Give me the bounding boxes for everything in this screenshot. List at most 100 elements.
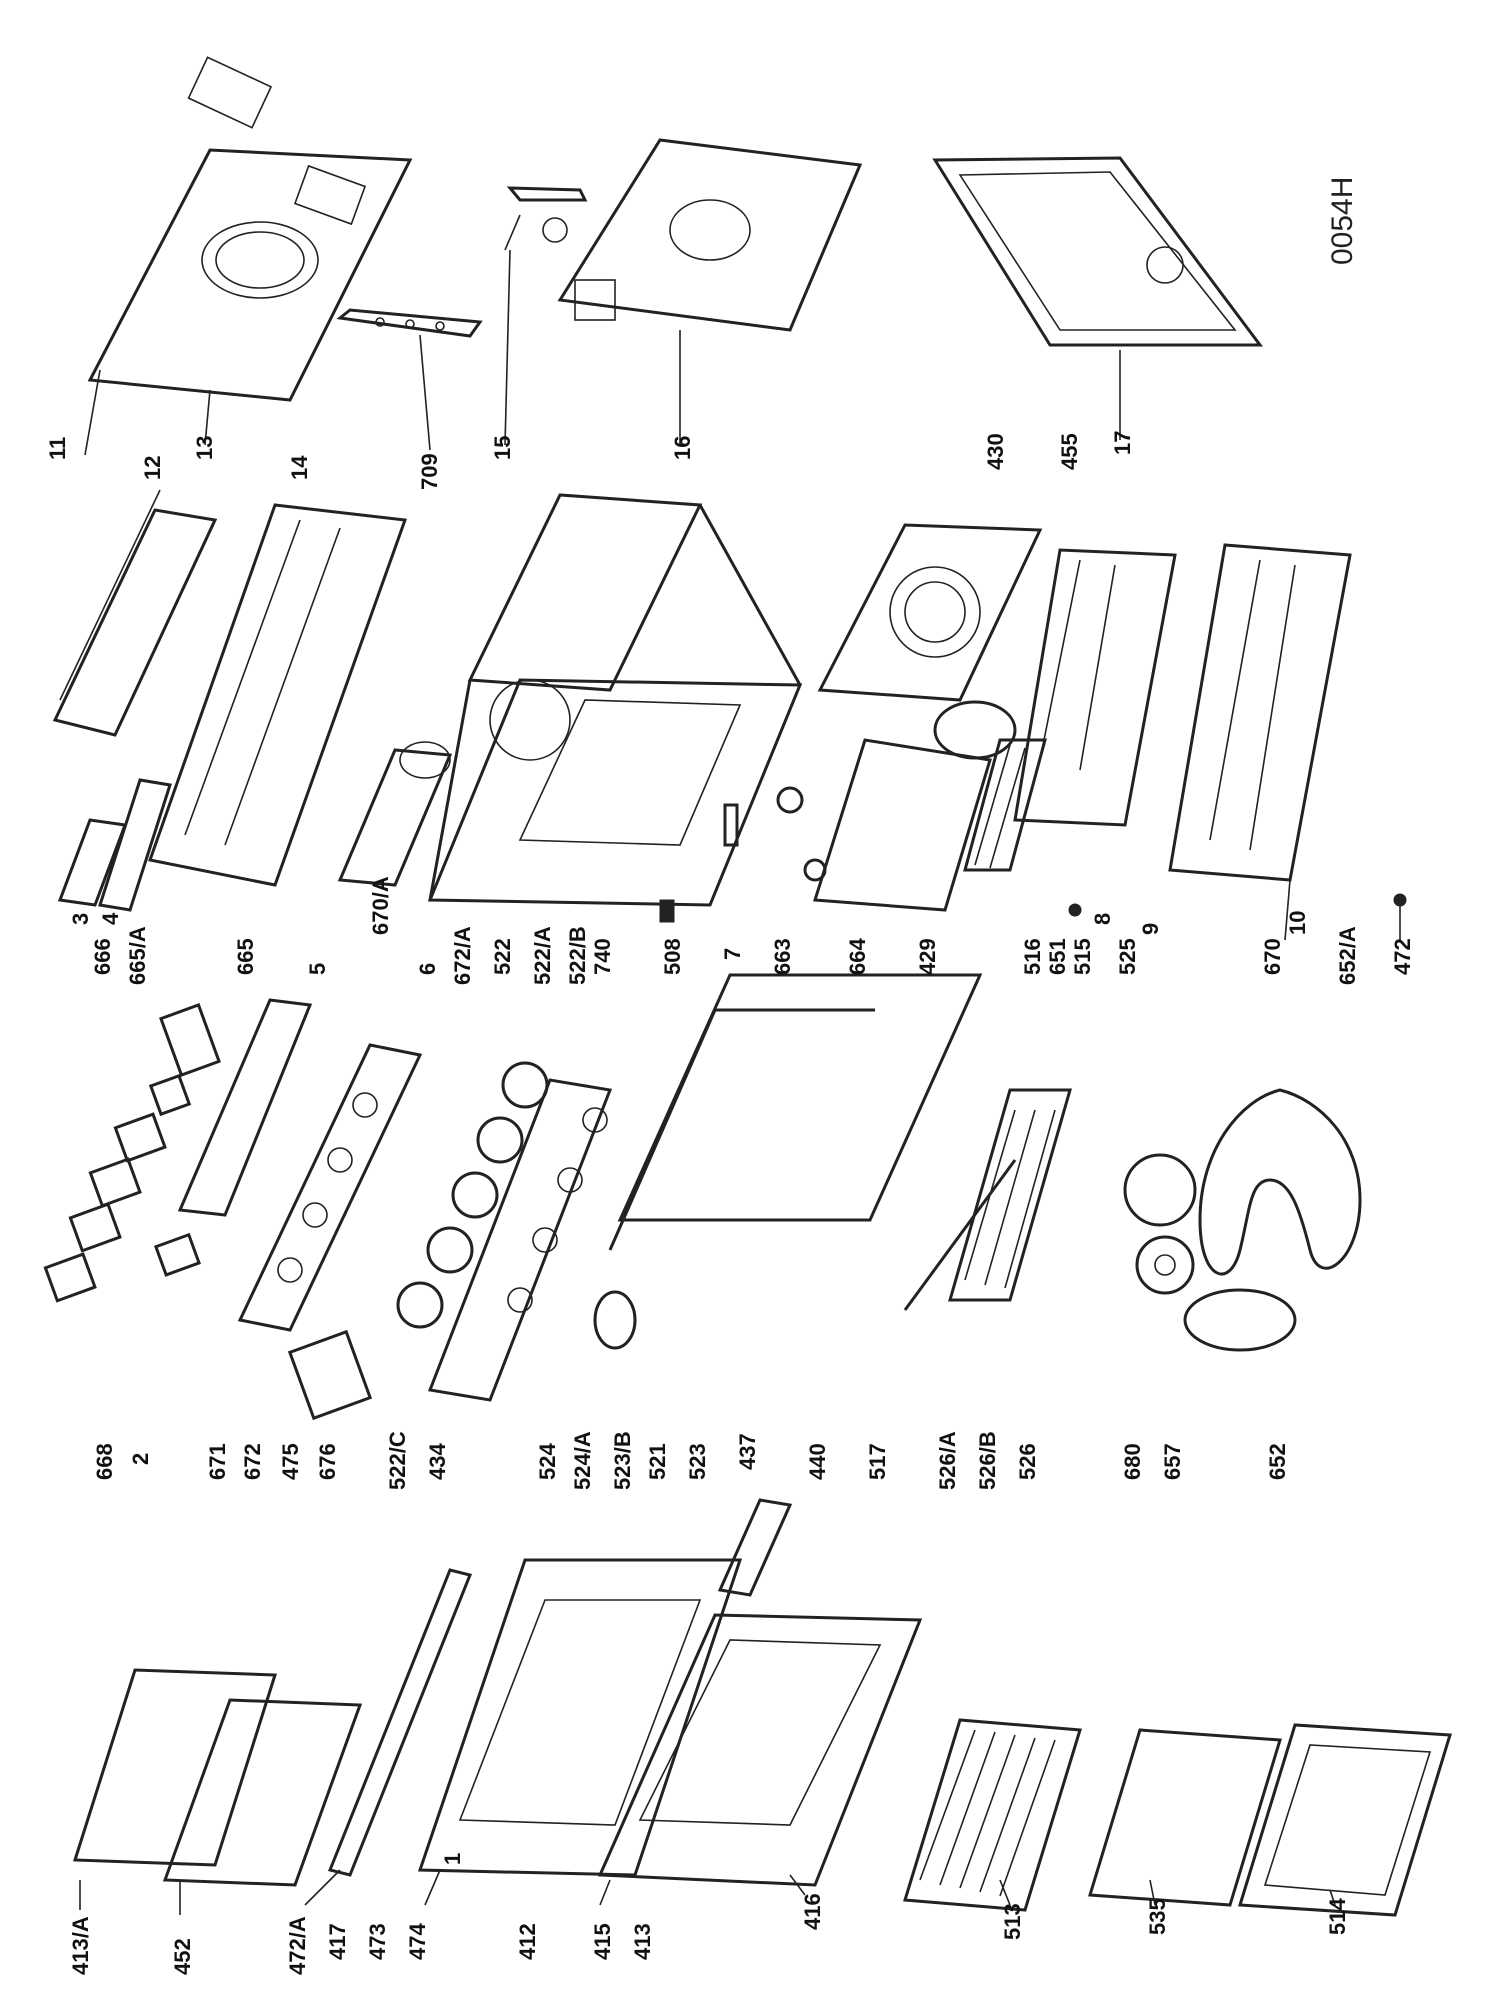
callout-665a: 665/A: [125, 926, 150, 985]
baking-tray-part: [1088, 1728, 1282, 1907]
timer-part: [287, 1329, 373, 1421]
callout-11: 11: [45, 437, 70, 460]
nut-part: [1393, 893, 1407, 907]
knob-group-part: [396, 1061, 549, 1329]
callout-14: 14: [287, 455, 312, 480]
callout-15: 15: [490, 436, 515, 460]
callout-8: 8: [1090, 913, 1115, 925]
callout-666: 666: [90, 938, 115, 975]
callout-472a: 472/A: [285, 1916, 310, 1975]
control-box-part: [52, 489, 218, 737]
callout-680: 680: [1120, 1443, 1145, 1480]
callout-671: 671: [205, 1443, 230, 1480]
callout-508: 508: [660, 938, 685, 975]
rear-panel-part: [87, 56, 413, 402]
door-seal-part: [617, 973, 983, 1222]
callout-523: 523: [685, 1443, 710, 1480]
callout-430: 430: [983, 433, 1008, 470]
callout-740: 740: [590, 938, 615, 975]
callout-429: 429: [915, 938, 940, 975]
callout-665: 665: [233, 938, 258, 975]
wire-rack-part: [903, 1718, 1082, 1912]
heating-strip-part: [963, 738, 1047, 872]
callout-413: 413: [630, 1923, 655, 1960]
fan-cover-part: [817, 523, 1043, 702]
callout-522b: 522/B: [565, 926, 590, 985]
callout-4: 4: [98, 912, 123, 925]
callout-672a: 672/A: [450, 926, 475, 985]
callout-412: 412: [515, 1923, 540, 1960]
callout-473: 473: [365, 1923, 390, 1960]
lamp-part: [776, 786, 804, 814]
callout-3: 3: [68, 913, 93, 925]
callout-522c: 522/C: [385, 1431, 410, 1490]
rod-part: [903, 1159, 1017, 1311]
callout-455: 455: [1057, 433, 1082, 470]
callout-524a: 524/A: [570, 1431, 595, 1490]
leader-lines: [79, 249, 1401, 1915]
frame-part: [932, 156, 1263, 347]
drip-pan-part: [1238, 1723, 1452, 1917]
callout-513: 513: [1000, 1903, 1025, 1940]
door-frame-part: [417, 1558, 743, 1877]
callout-9: 9: [1138, 923, 1163, 935]
callout-670a: 670/A: [368, 876, 393, 935]
callout-415: 415: [590, 1923, 615, 1960]
callout-516: 516: [1020, 938, 1045, 975]
callout-524: 524: [535, 1443, 560, 1480]
callout-514: 514: [1325, 1898, 1350, 1935]
callout-521: 521: [645, 1443, 670, 1480]
callout-1: 1: [440, 1853, 465, 1865]
callout-652a: 652/A: [1335, 926, 1360, 985]
channel-part: [177, 998, 313, 1217]
screw-part: [1068, 903, 1082, 917]
door-inner-part: [597, 1613, 923, 1887]
terminal-part: [159, 1003, 221, 1077]
callout-522: 522: [490, 938, 515, 975]
callout-416: 416: [800, 1893, 825, 1930]
callout-526a: 526/A: [935, 1431, 960, 1490]
plate-part: [813, 738, 992, 912]
callout-2: 2: [128, 1453, 153, 1465]
callout-670: 670: [1260, 938, 1285, 975]
callout-472: 472: [1390, 938, 1415, 975]
callout-437: 437: [735, 1433, 760, 1470]
bottom-panel-part: [1168, 543, 1352, 882]
callout-517: 517: [865, 1443, 890, 1480]
callout-657: 657: [1160, 1443, 1185, 1480]
top-panel-part: [148, 503, 408, 887]
callout-526: 526: [1015, 1443, 1040, 1480]
callout-474: 474: [405, 1923, 430, 1960]
ring-element-part: [1183, 1288, 1297, 1352]
callout-12: 12: [140, 456, 165, 480]
callout-664: 664: [845, 938, 870, 975]
callout-7: 7: [720, 948, 745, 960]
seal-ring-part: [933, 700, 1017, 760]
callout-16: 16: [670, 436, 695, 460]
callout-440: 440: [805, 1443, 830, 1480]
callout-651: 651: [1045, 938, 1070, 975]
door-glass-outer-part: [72, 1668, 278, 1867]
callout-709: 709: [417, 453, 442, 490]
callout-525: 525: [1115, 938, 1140, 975]
callout-676: 676: [315, 1443, 340, 1480]
callout-652: 652: [1265, 1443, 1290, 1480]
door-strip-part: [327, 1568, 473, 1877]
switch-group-part: [43, 1073, 192, 1303]
door-glass-inner-part: [162, 1698, 363, 1887]
fan-part: [1123, 1153, 1197, 1295]
oven-cavity-part: [427, 493, 803, 907]
callout-17: 17: [1110, 431, 1135, 455]
callout-10: 10: [1285, 911, 1310, 935]
hinge-part: [504, 186, 588, 251]
light-cover-part: [593, 1290, 637, 1350]
motor-assembly-part: [337, 741, 453, 887]
callout-672: 672: [240, 1443, 265, 1480]
callout-522a: 522/A: [530, 926, 555, 985]
control-panel-part: [237, 1043, 423, 1332]
callout-labels: 413/A 452 472/A 417 473 474 1 412 415 41…: [45, 431, 1415, 1975]
callout-475: 475: [278, 1443, 303, 1480]
lamp-cover-part: [803, 858, 827, 882]
handle-part: [717, 1498, 793, 1597]
